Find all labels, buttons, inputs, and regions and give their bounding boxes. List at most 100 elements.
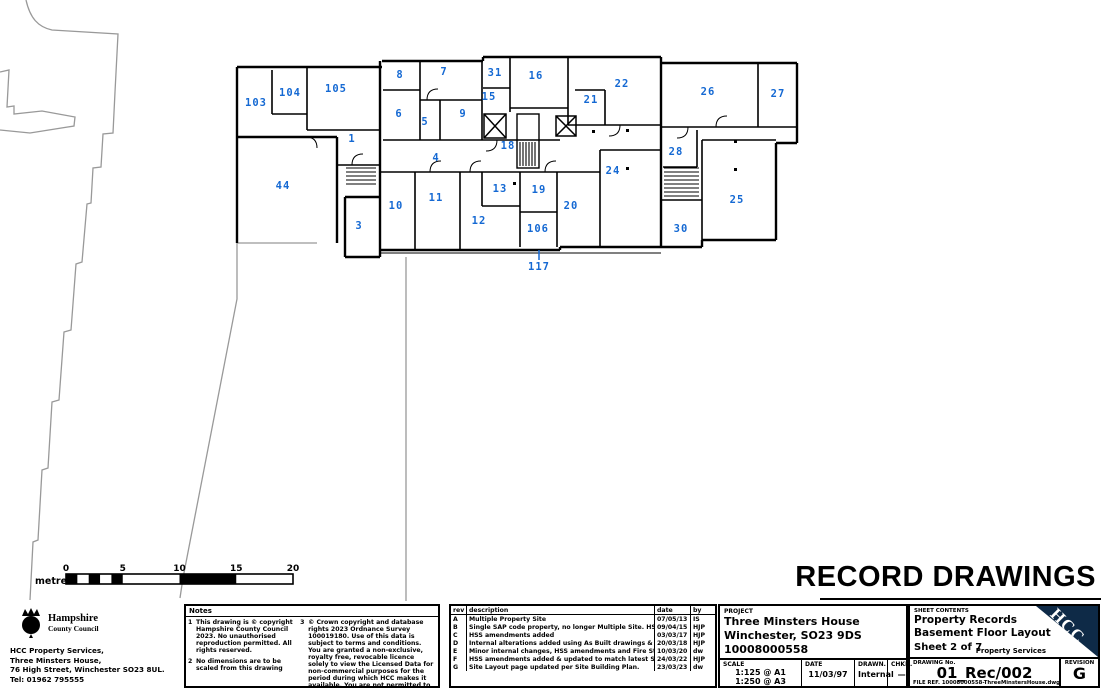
revision-cell: REVISION G bbox=[1061, 659, 1098, 686]
notes-column-right: 3 © Crown copyright and database rights … bbox=[300, 619, 436, 688]
sheet-line2: Basement Floor Layout bbox=[914, 626, 1051, 639]
note-number: 3 bbox=[300, 619, 305, 626]
revision-by: HJP bbox=[693, 631, 706, 639]
door-stop-markers bbox=[513, 129, 737, 185]
by-col-header: by bbox=[693, 606, 702, 614]
room-number-31: 31 bbox=[488, 67, 503, 79]
revision-rev: A bbox=[451, 615, 467, 623]
address-block: HCC Property Services, Three Minsters Ho… bbox=[10, 646, 165, 684]
org-name-line2: County Council bbox=[48, 624, 99, 633]
revision-rev: D bbox=[451, 639, 467, 647]
date-col-header: date bbox=[655, 606, 691, 614]
revision-description: Internal alterations added using As Buil… bbox=[467, 639, 655, 647]
room-number-44: 44 bbox=[276, 180, 291, 192]
room-number-117: 117 bbox=[528, 261, 550, 273]
date-value: 11/03/97 bbox=[808, 670, 848, 680]
revision-date: 20/03/18 bbox=[655, 639, 691, 647]
revision-by: dw bbox=[693, 663, 704, 671]
room-number-15: 15 bbox=[482, 91, 497, 103]
revision-label: REVISION bbox=[1064, 660, 1095, 666]
project-info: PROJECT Three Minsters House Winchester,… bbox=[720, 606, 906, 658]
room-number-12: 12 bbox=[472, 215, 487, 227]
scale-tick-label: 0 bbox=[63, 564, 69, 574]
sheet-contents: HCC SHEET CONTENTS Property Records Base… bbox=[910, 606, 1098, 659]
room-number-30: 30 bbox=[674, 223, 689, 235]
room-number-20: 20 bbox=[564, 200, 579, 212]
scale-tick-label: 15 bbox=[230, 564, 243, 574]
revision-date: 10/03/20 bbox=[655, 647, 691, 655]
chkd-label: CHKD. bbox=[891, 661, 913, 669]
revision-by: HJP bbox=[693, 623, 706, 631]
project-city: Winchester, SO23 9DS bbox=[724, 628, 862, 642]
sheet-contents-label: SHEET CONTENTS bbox=[914, 608, 969, 614]
revision-by: HJP bbox=[693, 655, 706, 663]
revision-description: Minor internal changes, HSS amendments a… bbox=[469, 647, 655, 655]
building-interior-walls bbox=[271, 57, 797, 250]
room-number-3: 3 bbox=[355, 220, 362, 232]
revision-description: HSS amendments added & updated to match … bbox=[469, 655, 655, 663]
revision-rev: B bbox=[451, 623, 467, 631]
room-number-11: 11 bbox=[429, 192, 444, 204]
room-number-1: 1 bbox=[348, 133, 355, 145]
project-name: Three Minsters House bbox=[724, 615, 860, 628]
room-number-18: 18 bbox=[501, 140, 516, 152]
project-label: PROJECT bbox=[724, 608, 753, 615]
room-number-7: 7 bbox=[440, 66, 447, 78]
revision-table-header: rev description date by bbox=[451, 606, 715, 615]
note-text: © Crown copyright and database rights 20… bbox=[308, 619, 434, 688]
logo-block: Hampshire County Council HCC Property Se… bbox=[10, 604, 180, 688]
revision-description: HSS amendments added bbox=[467, 631, 655, 639]
room-number-6: 6 bbox=[395, 108, 402, 120]
revision-description: Site Layout page updated per Site Buildi… bbox=[467, 663, 655, 671]
lift-shaft-icon bbox=[483, 113, 577, 139]
org-name-line1: Hampshire bbox=[48, 613, 98, 624]
room-number-106: 106 bbox=[527, 223, 549, 235]
project-uprn: 10008000558 bbox=[724, 642, 809, 656]
scale-tick-label: 10 bbox=[173, 564, 186, 574]
scale-bar-unit-label: metres bbox=[35, 576, 73, 587]
room-number-26: 26 bbox=[701, 86, 716, 98]
room-number-16: 16 bbox=[529, 70, 544, 82]
note-number: 2 bbox=[188, 658, 193, 665]
room-number-104: 104 bbox=[279, 87, 301, 99]
revision-by: dw bbox=[693, 647, 704, 655]
revision-date: 07/05/13 bbox=[655, 615, 691, 623]
room-number-8: 8 bbox=[396, 69, 403, 81]
revision-date: 03/03/17 bbox=[655, 631, 691, 639]
scale-cell: SCALE 1:125 @ A1 1:250 @ A3 bbox=[720, 660, 802, 688]
room-number-21: 21 bbox=[584, 94, 599, 106]
page-title: RECORD DRAWINGS bbox=[795, 561, 1096, 593]
drawn-cell: DRAWN. Internal bbox=[855, 660, 894, 688]
revision-rev: C bbox=[451, 631, 467, 639]
room-number-22: 22 bbox=[615, 78, 630, 90]
note-text: This drawing is © copyright Hampshire Co… bbox=[196, 619, 293, 654]
revision-rev: F bbox=[451, 655, 467, 663]
notes-header: Notes bbox=[186, 606, 438, 617]
room-number-27: 27 bbox=[771, 88, 786, 100]
revision-description: Single SAP code property, no longer Mult… bbox=[467, 623, 655, 631]
sheet-line1: Property Records bbox=[914, 614, 1018, 626]
room-number-25: 25 bbox=[730, 194, 745, 206]
site-boundary-lines bbox=[0, 0, 407, 601]
department-label: Property Services bbox=[975, 647, 1046, 655]
stairs-hatching bbox=[346, 113, 699, 197]
file-ref: FILE REF. 10008000558-ThreeMinstersHouse… bbox=[913, 680, 1060, 686]
chkd-cell: CHKD. — bbox=[888, 660, 915, 687]
drawing-no-label: DRAWING No. bbox=[913, 660, 956, 666]
room-number-19: 19 bbox=[532, 184, 547, 196]
hampshire-crest-logo bbox=[22, 608, 40, 638]
drawn-value: Internal bbox=[858, 670, 894, 680]
door-swing-arcs bbox=[305, 88, 728, 173]
note-text: No dimensions are to be scaled from this… bbox=[196, 658, 283, 672]
room-number-5: 5 bbox=[421, 116, 428, 128]
notes-column-left: 1 This drawing is © copyright Hampshire … bbox=[188, 619, 297, 686]
